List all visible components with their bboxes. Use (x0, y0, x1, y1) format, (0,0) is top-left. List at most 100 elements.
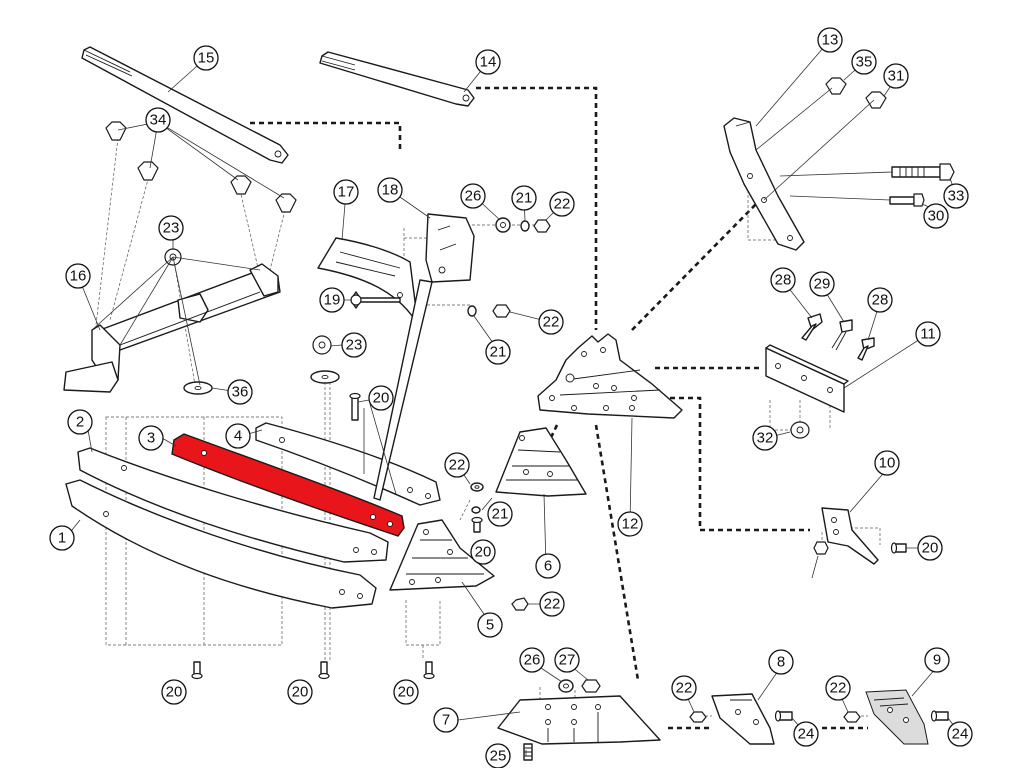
svg-text:2: 2 (76, 414, 84, 431)
bolts-28-29 (801, 313, 875, 361)
bracket-13 (723, 117, 805, 251)
hardware-22-21-20-mid (470, 482, 529, 611)
svg-text:10: 10 (879, 455, 896, 472)
svg-text:28: 28 (775, 272, 792, 289)
callout-11: 11 (915, 321, 941, 347)
frame-16 (63, 263, 281, 393)
callout-32: 32 (752, 425, 778, 451)
blade-3-highlighted[interactable] (171, 433, 405, 537)
svg-text:20: 20 (398, 684, 415, 701)
callout-22-shoe9: 22 (825, 675, 851, 701)
callout-20-bottom-2: 20 (287, 679, 313, 705)
nut-32 (790, 421, 810, 439)
assembly-connectors (250, 86, 868, 730)
callout-20-blade: 20 (368, 385, 394, 411)
callout-20-bottom-3: 20 (393, 679, 419, 705)
bracket-10 (821, 507, 879, 565)
blade-4 (255, 422, 441, 506)
callout-28-right: 28 (867, 287, 893, 313)
svg-text:25: 25 (490, 748, 507, 765)
svg-text:23: 23 (346, 337, 363, 354)
svg-text:22: 22 (449, 457, 466, 474)
svg-text:5: 5 (486, 617, 494, 634)
svg-text:20: 20 (373, 390, 390, 407)
svg-text:4: 4 (234, 428, 242, 445)
svg-text:13: 13 (822, 32, 839, 49)
svg-text:18: 18 (382, 182, 399, 199)
callout-30: 30 (923, 203, 949, 229)
svg-text:17: 17 (338, 184, 355, 201)
callout-27: 27 (554, 647, 580, 673)
callout-24-shoe8: 24 (793, 721, 819, 747)
callout-20-right: 20 (917, 535, 943, 561)
frame-leader-lines (91, 256, 261, 386)
svg-text:14: 14 (480, 54, 497, 71)
svg-text:26: 26 (465, 188, 482, 205)
svg-text:35: 35 (856, 54, 873, 71)
callout-18: 18 (377, 177, 403, 203)
blade-2 (77, 447, 389, 563)
nut-23-lower (312, 335, 332, 355)
callout-26-top: 26 (460, 183, 486, 209)
callout-8: 8 (768, 649, 794, 675)
callout-4: 4 (225, 423, 251, 449)
svg-text:27: 27 (559, 652, 576, 669)
callout-23-lower: 23 (341, 332, 367, 358)
callout-29: 29 (809, 271, 835, 297)
rod-14 (319, 51, 475, 107)
plate-5 (389, 519, 495, 591)
svg-text:36: 36 (232, 384, 249, 401)
svg-text:24: 24 (798, 726, 815, 743)
svg-text:23: 23 (163, 220, 180, 237)
hardware-21-22-mid (467, 304, 511, 318)
svg-text:16: 16 (70, 268, 87, 285)
svg-text:22: 22 (676, 680, 693, 697)
svg-text:12: 12 (622, 516, 639, 533)
callout-3: 3 (138, 425, 164, 451)
callout-12: 12 (617, 511, 643, 537)
svg-text:21: 21 (516, 190, 533, 207)
callout-31: 31 (883, 63, 909, 89)
callout-17: 17 (333, 179, 359, 205)
callout-34: 34 (145, 107, 171, 133)
svg-text:21: 21 (490, 344, 507, 361)
svg-text:22: 22 (543, 314, 560, 331)
plate-7 (497, 695, 661, 745)
hardware-22-24-9 (843, 710, 949, 723)
shoe-9 (865, 689, 929, 745)
svg-text:22: 22 (830, 680, 847, 697)
hardware-26-21-22-top (495, 217, 551, 233)
svg-text:6: 6 (544, 558, 552, 575)
callout-23-upper: 23 (158, 215, 184, 241)
svg-text:30: 30 (928, 208, 945, 225)
callout-25: 25 (485, 743, 511, 768)
callout-5: 5 (477, 612, 503, 638)
callout-13: 13 (817, 27, 843, 53)
callout-19: 19 (319, 287, 345, 313)
plate-6 (495, 427, 587, 497)
callout-22-top: 22 (549, 191, 575, 217)
washer-36 (183, 370, 340, 395)
callout-10: 10 (874, 450, 900, 476)
callout-26-bottom: 26 (519, 647, 545, 673)
svg-text:20: 20 (166, 684, 183, 701)
svg-text:3: 3 (147, 430, 155, 447)
callout-22-low: 22 (444, 452, 470, 478)
blade-1 (65, 479, 377, 609)
bolts-33-30 (889, 163, 955, 207)
hardware-10 (813, 541, 907, 555)
svg-text:8: 8 (777, 654, 785, 671)
svg-text:19: 19 (324, 292, 341, 309)
callout-9: 9 (924, 647, 950, 673)
body-12 (537, 333, 683, 419)
bolt-25 (523, 743, 533, 761)
svg-text:22: 22 (544, 596, 561, 613)
svg-text:15: 15 (198, 50, 215, 67)
callout-1: 1 (49, 525, 75, 551)
callout-21-low: 21 (487, 501, 513, 527)
callout-21-mid: 21 (485, 339, 511, 365)
shoe-8 (711, 693, 775, 745)
callout-20-bottom-1: 20 (161, 679, 187, 705)
callout-22-plate5: 22 (539, 591, 565, 617)
svg-text:20: 20 (292, 684, 309, 701)
